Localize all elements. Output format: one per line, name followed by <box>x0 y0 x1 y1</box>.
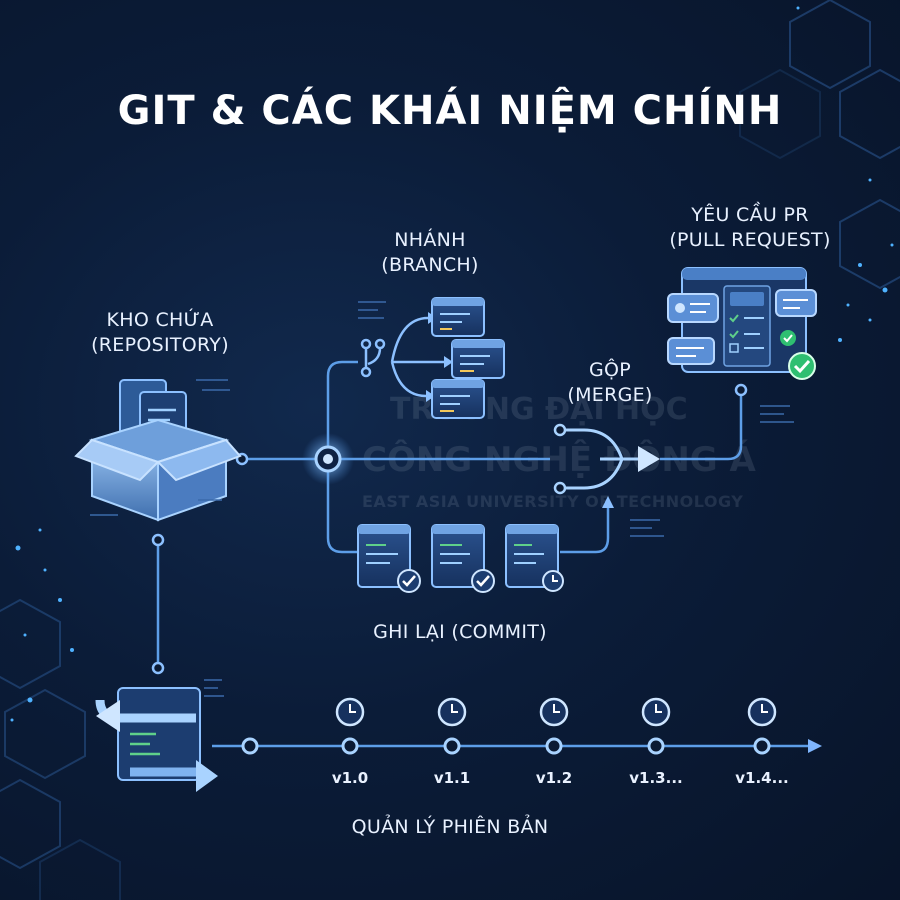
version-sync-icon <box>95 679 224 792</box>
repository-box-icon <box>74 379 242 522</box>
branch-card-1 <box>431 297 485 337</box>
clock-icon <box>641 697 671 727</box>
version-timeline <box>241 697 777 755</box>
hub-node-center <box>323 454 333 464</box>
branch-label-line2: (BRANCH) <box>381 254 479 276</box>
version-node <box>443 737 461 755</box>
commit-label: GHI LẠI (COMMIT) <box>373 621 547 643</box>
hexagon-decoration-bottom-left <box>0 598 121 900</box>
watermark-line3: EAST ASIA UNIVERSITY OF TECHNOLOGY <box>362 492 744 511</box>
version-node <box>647 737 665 755</box>
timeline-start-node <box>241 737 259 755</box>
version-node <box>753 737 771 755</box>
branch-arrows <box>390 316 444 398</box>
repository-label-line2: (REPOSITORY) <box>91 334 229 356</box>
branch-icon <box>360 338 386 378</box>
branch-label: NHÁNH (BRANCH) <box>365 228 495 278</box>
pull-request-label-line1: YÊU CẦU PR <box>691 204 809 226</box>
code-dash-decoration <box>358 301 794 537</box>
commit-card-1 <box>357 524 421 593</box>
merge-label-line2: (MERGE) <box>567 384 653 406</box>
hexagon-decoration-top-right <box>739 0 900 290</box>
clock-icon <box>539 697 569 727</box>
pr-node <box>734 383 748 397</box>
merge-label: GỘP (MERGE) <box>545 358 675 408</box>
page-title: GIT & CÁC KHÁI NIỆM CHÍNH <box>117 88 783 134</box>
commit-card-3 <box>505 524 564 592</box>
pull-request-label-line2: (PULL REQUEST) <box>669 229 831 251</box>
version-label: v1.1 <box>433 769 471 787</box>
repository-label: KHO CHỨA (REPOSITORY) <box>70 308 250 358</box>
merge-icon <box>553 423 660 508</box>
glow-particles <box>10 6 894 722</box>
pull-request-board-icon <box>667 267 817 380</box>
clock-icon <box>437 697 467 727</box>
branch-card-2 <box>451 339 505 379</box>
commit-card-2 <box>431 524 495 593</box>
version-label: v1.3... <box>629 769 683 787</box>
version-node <box>545 737 563 755</box>
versioning-up-node <box>151 661 165 675</box>
version-node <box>341 737 359 755</box>
repository-label-line1: KHO CHỨA <box>106 309 214 331</box>
clock-icon <box>335 697 365 727</box>
version-label: v1.4... <box>735 769 789 787</box>
flow-lines <box>156 360 812 748</box>
branch-card-3 <box>431 379 485 419</box>
version-label: v1.0 <box>331 769 369 787</box>
branch-label-line1: NHÁNH <box>394 229 466 251</box>
check-icon <box>788 352 816 380</box>
clock-icon <box>747 697 777 727</box>
versioning-label: QUẢN LÝ PHIÊN BẢN <box>351 816 549 838</box>
repo-down-node <box>151 533 165 547</box>
version-label: v1.2 <box>535 769 573 787</box>
pull-request-label: YÊU CẦU PR (PULL REQUEST) <box>660 203 840 253</box>
merge-label-line1: GỘP <box>588 359 632 381</box>
timeline-arrow-head <box>808 739 822 753</box>
